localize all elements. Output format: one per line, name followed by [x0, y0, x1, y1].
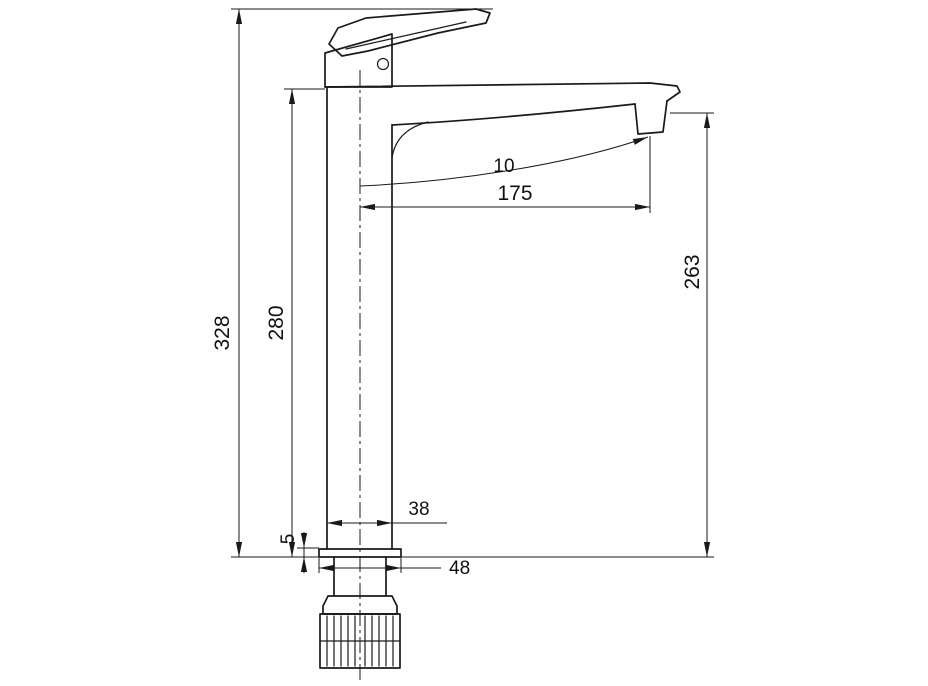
spout-top-edge — [324, 82, 681, 102]
dim-label-outlet-height: 263 — [681, 254, 704, 289]
spout-underside — [391, 103, 636, 126]
dimension-labels-group: 328 280 263 175 10 38 5 48 — [211, 156, 704, 579]
dim-label-spout-deck-height: 280 — [265, 305, 288, 340]
dim-label-plate-thickness: 5 — [278, 534, 299, 545]
dim-label-spout-drop: 10 — [493, 156, 514, 177]
dim-label-base-width: 48 — [449, 558, 470, 579]
spout-outlet — [634, 100, 668, 135]
spout-drop-indicator-curve — [359, 136, 649, 187]
handle-housing — [324, 33, 393, 88]
knurl-lines — [319, 615, 401, 667]
dim-label-spout-reach: 175 — [497, 182, 532, 205]
housing-button-detail — [376, 57, 390, 71]
spout-fillet-curve — [391, 121, 429, 159]
lever-handle — [328, 8, 491, 57]
dim-label-body-width: 38 — [408, 499, 429, 520]
dimension-lines-group — [235, 9, 711, 573]
extension-lines-group — [231, 8, 714, 573]
lever-detail-line — [345, 21, 467, 50]
faucet-outline-group — [318, 8, 681, 669]
dim-label-overall-height: 328 — [211, 315, 234, 350]
